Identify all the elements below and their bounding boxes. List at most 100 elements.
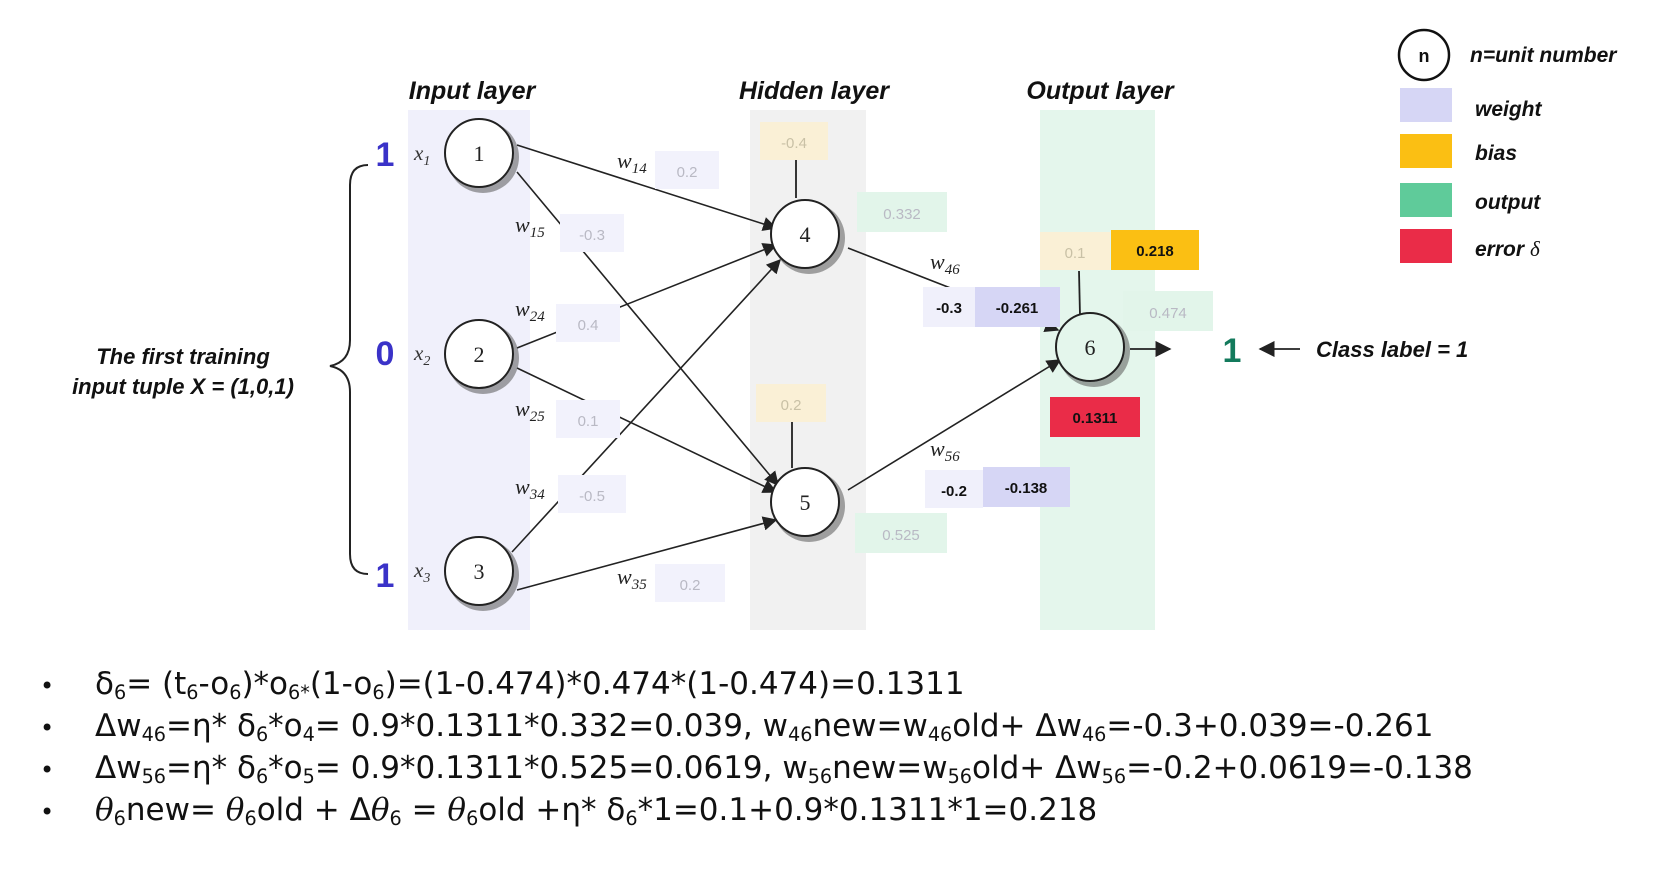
- weight-box-24: [556, 304, 620, 342]
- bias-box-4: [760, 122, 828, 160]
- edge-5-6: [847, 359, 1062, 491]
- weight-box-14: [655, 151, 719, 189]
- weight-new-value-56: -0.138: [1005, 480, 1048, 497]
- weight-label-56: w56: [930, 436, 960, 465]
- weight-label-25: w25: [515, 396, 545, 425]
- weight-label-56-sub: 56: [945, 449, 961, 465]
- node-6: 6: [1055, 312, 1130, 387]
- weight-label-25-base: w: [515, 396, 530, 421]
- node-5: 5: [770, 467, 845, 542]
- output-box-5: [855, 513, 947, 553]
- formula-w56: •Δw56=η* δ6*o5= 0.9*0.1311*0.525=0.0619,…: [40, 750, 1473, 788]
- bias-line-6: [1078, 270, 1081, 317]
- input-label-x1: x1: [413, 141, 430, 169]
- weight-value-24: 0.4: [578, 317, 599, 334]
- weight-label-15-sub: 15: [530, 225, 546, 241]
- edge-3-5: [516, 516, 778, 591]
- node-3: 3: [444, 536, 519, 611]
- node-1-label: 1: [474, 141, 485, 166]
- weight-value-34: -0.5: [579, 488, 605, 505]
- weight-value-25: 0.1: [578, 413, 599, 430]
- legend-label-weight: weight: [1475, 98, 1543, 121]
- output-box-6: [1123, 291, 1213, 331]
- legend-label-bias: bias: [1475, 142, 1517, 165]
- input-label-x3: x3: [413, 558, 430, 586]
- weight-label-24-sub: 24: [530, 309, 546, 325]
- node-3-label: 3: [474, 559, 485, 584]
- legend-label-output: output: [1475, 191, 1541, 214]
- weight-label-14-base: w: [617, 148, 632, 173]
- input-label-x2-sub: 2: [423, 354, 430, 369]
- legend-label-error-symbol: δ: [1530, 237, 1541, 261]
- legend-node-text: n=unit number: [1470, 44, 1618, 67]
- weight-label-15: w15: [515, 212, 545, 241]
- weight-new-value-46: -0.261: [996, 300, 1039, 317]
- class-value: 1: [1223, 332, 1242, 370]
- weight-label-35-sub: 35: [631, 577, 648, 593]
- legend-swatch-output: [1400, 183, 1452, 217]
- weight-label-14: w14: [617, 148, 647, 177]
- weight-box-35: [655, 564, 725, 602]
- weight-box-25: [556, 400, 620, 438]
- weight-box-34: [558, 475, 626, 513]
- input-label-x3-base: x: [413, 558, 424, 582]
- weight-new-box-56: [983, 467, 1070, 507]
- node-5-label: 5: [800, 490, 811, 515]
- output-value-5: 0.525: [882, 527, 920, 544]
- training-note-line1: The first training: [96, 344, 270, 369]
- node-4: 4: [770, 199, 845, 274]
- weight-label-14-sub: 14: [632, 161, 648, 177]
- weight-old-value-46: -0.3: [936, 300, 962, 317]
- error-value-6: 0.1311: [1072, 410, 1117, 427]
- weight-label-24-base: w: [515, 296, 530, 321]
- legend-node-symbol-text: n: [1419, 46, 1430, 66]
- edge-1-4: [516, 144, 778, 231]
- formula-list: •δ6= (t6-o6)*o6*(1-o6)=(1-0.474)*0.474*(…: [40, 663, 1473, 831]
- weight-label-46-base: w: [930, 249, 945, 274]
- input-label-x1-base: x: [413, 141, 424, 165]
- weight-label-46-sub: 46: [945, 262, 961, 278]
- neural-network-diagram: Input layer Hidden layer Output layer 0.…: [72, 28, 1618, 630]
- error-box-6: [1050, 397, 1140, 437]
- formula-theta6: •θ6new= θ6old + Δθ6 = θ6old +η* δ6*1=0.1…: [40, 792, 1098, 830]
- legend-node-symbol: [1397, 28, 1451, 82]
- weight-box-15: [560, 214, 624, 252]
- edge-2-4: [516, 243, 778, 349]
- bias-old-value-6: 0.1: [1065, 245, 1086, 262]
- weight-label-34-sub: 34: [529, 487, 546, 503]
- weight-value-14: 0.2: [677, 164, 698, 181]
- bias-value-4: -0.4: [781, 135, 807, 152]
- edge-2-5: [516, 367, 778, 493]
- weight-label-24: w24: [515, 296, 545, 325]
- legend-swatch-bias: [1400, 134, 1452, 168]
- formula-w46: •Δw46=η* δ6*o4= 0.9*0.1311*0.332=0.039, …: [40, 708, 1434, 746]
- weight-value-15: -0.3: [579, 227, 605, 244]
- output-value-6: 0.474: [1149, 305, 1187, 322]
- weight-label-35: w35: [617, 564, 647, 593]
- output-value-4: 0.332: [883, 206, 921, 223]
- input-label-x2: x2: [413, 341, 430, 369]
- bias-new-box-6: [1111, 230, 1199, 270]
- weight-label-35-base: w: [617, 564, 632, 589]
- weight-label-56-base: w: [930, 436, 945, 461]
- edge-3-4: [511, 258, 781, 553]
- bias-box-5: [756, 384, 826, 422]
- input-value-1: 1: [376, 136, 395, 174]
- node-2: 2: [444, 319, 519, 394]
- input-label-x2-base: x: [413, 341, 424, 365]
- input-layer-title: Input layer: [409, 77, 537, 105]
- output-box-4: [857, 192, 947, 232]
- training-note-line2: input tuple X = (1,0,1): [72, 374, 294, 399]
- input-label-x1-sub: 1: [423, 154, 430, 169]
- hidden-layer-band: [750, 110, 866, 630]
- node-6-label: 6: [1085, 335, 1096, 360]
- input-value-3: 1: [376, 557, 395, 595]
- output-layer-title: Output layer: [1026, 77, 1175, 105]
- weight-label-46: w46: [930, 249, 960, 278]
- formula-delta6: •δ6= (t6-o6)*o6*(1-o6)=(1-0.474)*0.474*(…: [40, 666, 965, 704]
- weight-label-34: w34: [515, 474, 545, 503]
- node-1: 1: [444, 118, 519, 193]
- legend: n n=unit number weight bias output error…: [1397, 28, 1618, 263]
- legend-swatch-error: [1400, 229, 1452, 263]
